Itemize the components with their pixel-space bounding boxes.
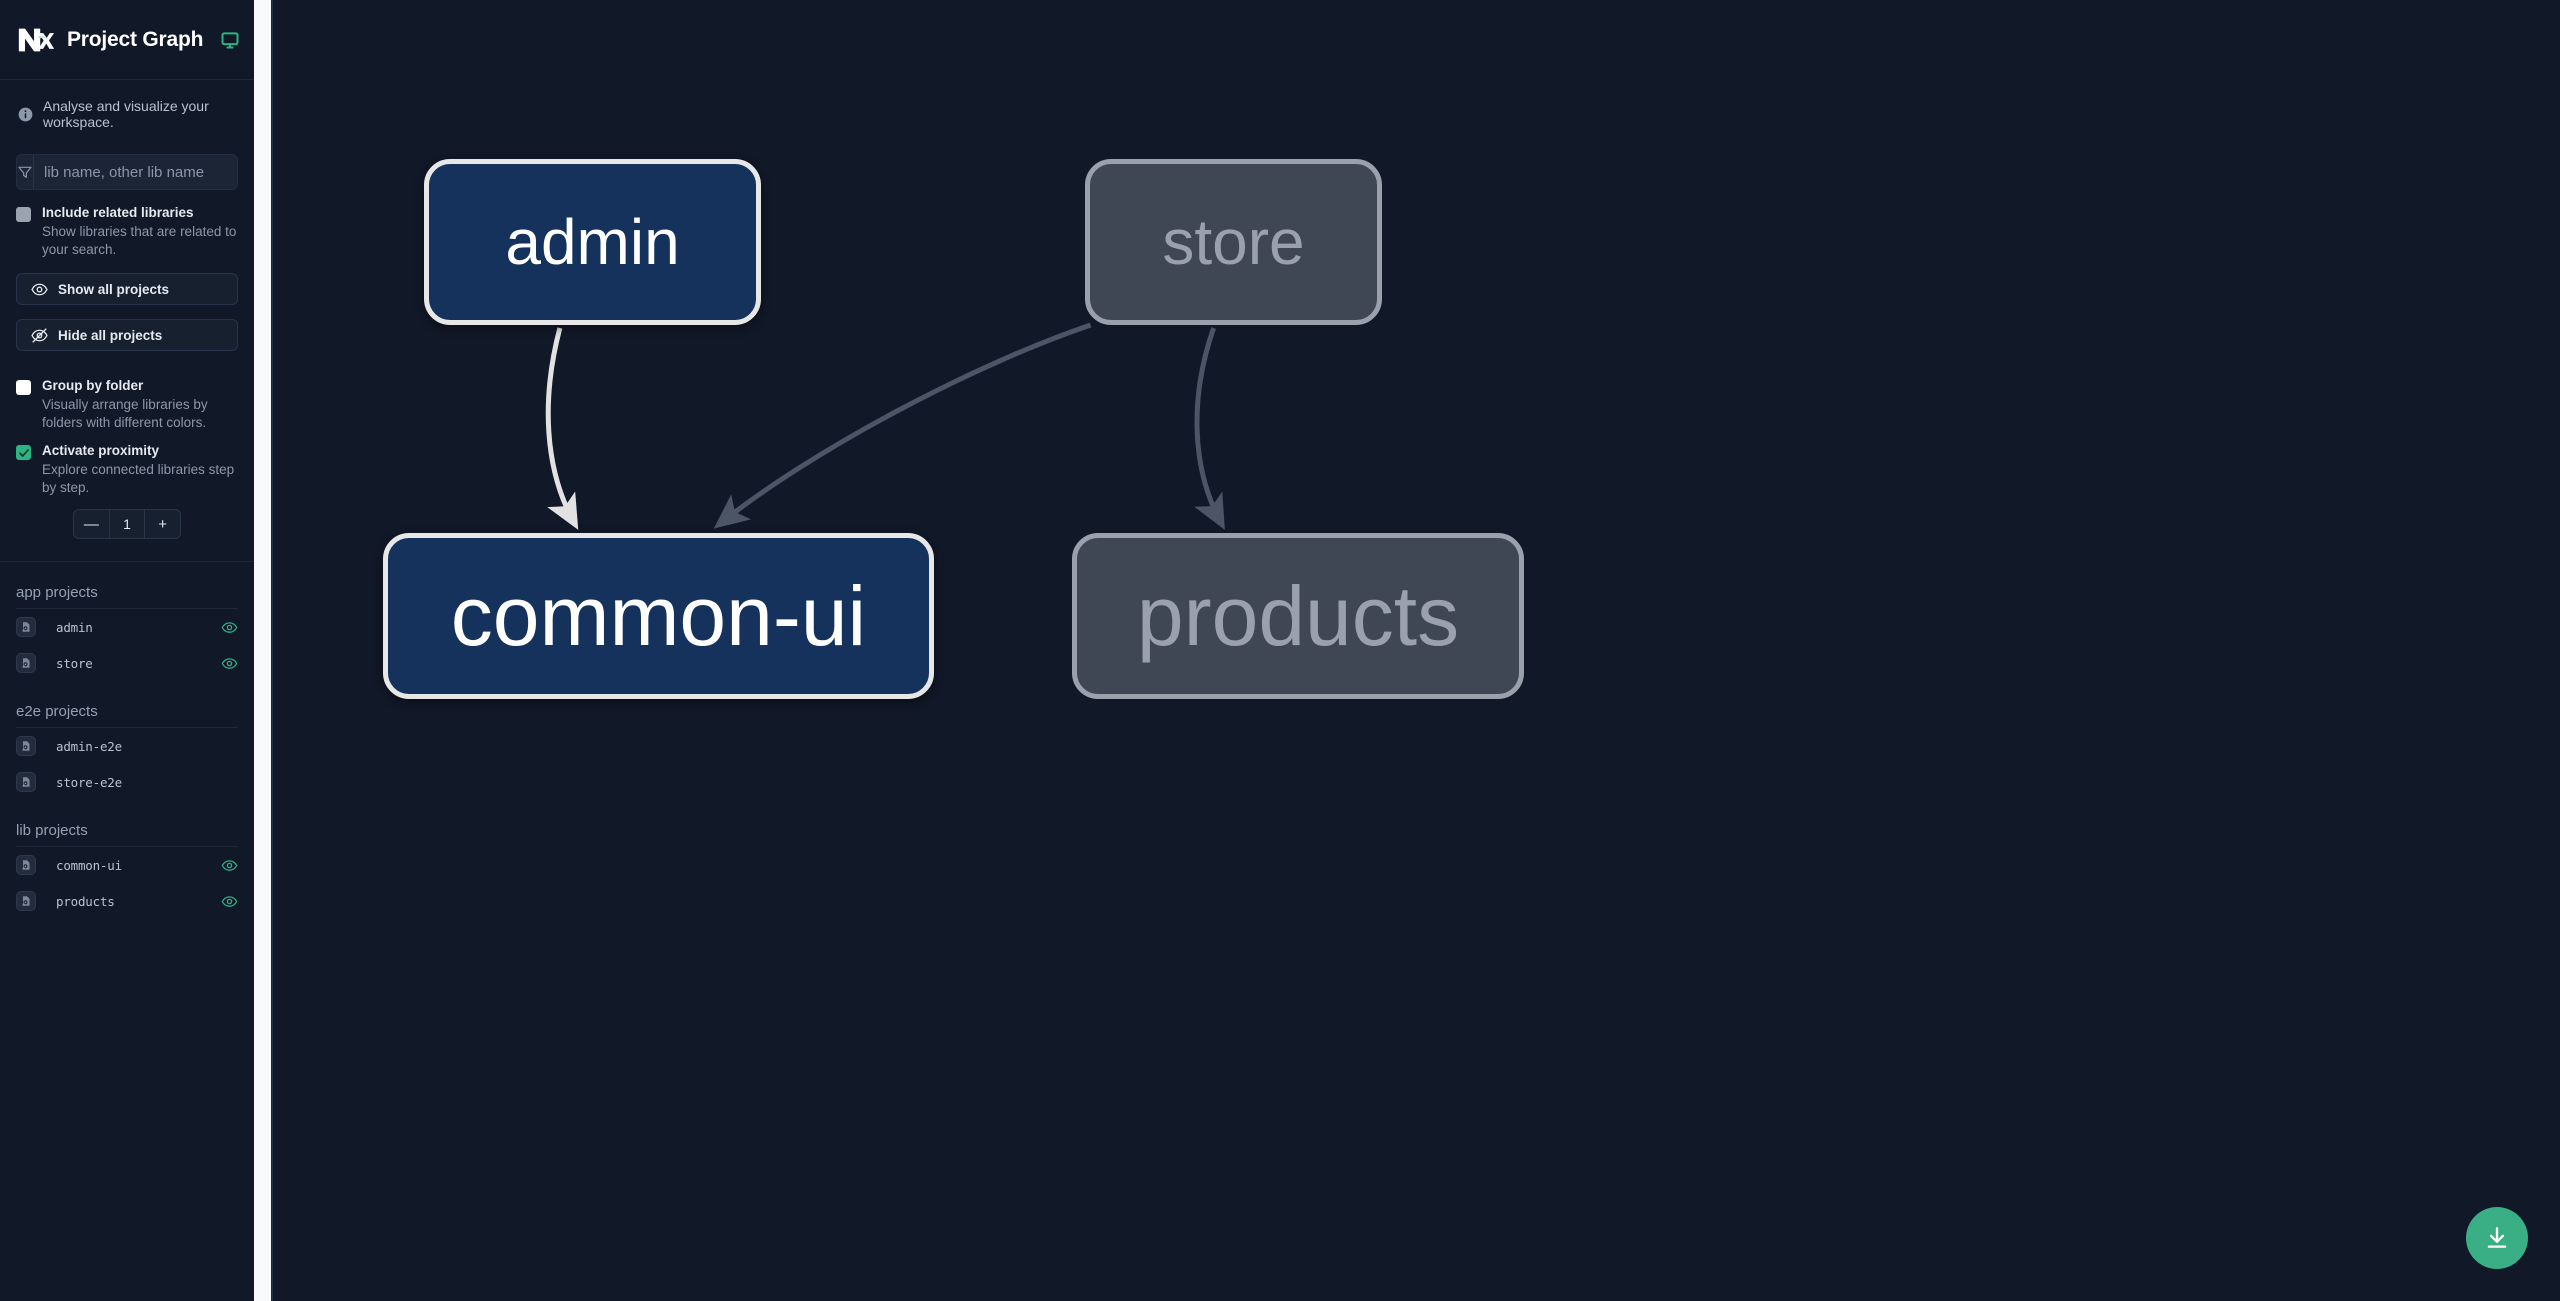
search-bar[interactable] (16, 154, 238, 190)
include-related-description: Show libraries that are related to your … (42, 224, 237, 257)
edge-admin-to-common-ui (545, 327, 579, 530)
funnel-icon (17, 155, 34, 189)
graph-node-label: common-ui (450, 568, 867, 663)
group-by-folder-description: Visually arrange libraries by folders wi… (42, 397, 208, 430)
page-title: Project Graph (67, 27, 204, 51)
project-name: admin-e2e (56, 738, 122, 754)
include-related-label: Include related libraries (42, 205, 194, 220)
proximity-decrement-button[interactable]: — (83, 515, 99, 533)
project-row-admin[interactable]: admin (16, 609, 238, 645)
graph-node-admin[interactable]: admin (424, 159, 761, 325)
project-row-common-ui[interactable]: common-ui (16, 847, 238, 883)
proximity-value: 1 (108, 510, 146, 538)
group-by-folder-label: Group by folder (42, 378, 144, 393)
project-group-title: lib projects (16, 800, 238, 847)
graph-edges (545, 322, 1225, 530)
download-button[interactable] (2466, 1207, 2528, 1269)
graph-node-label: products (1136, 568, 1460, 663)
graph-node-products[interactable]: products (1072, 533, 1524, 699)
project-name: common-ui (56, 857, 122, 873)
graph-node-label: store (1162, 206, 1305, 278)
option-activate-proximity[interactable]: Activate proximity Explore connected lib… (0, 432, 254, 497)
include-related-checkbox[interactable] (16, 207, 31, 222)
project-group-e2e-projects: e2e projects admin-e2e store-e2e (0, 681, 254, 800)
activate-proximity-description: Explore connected libraries step by step… (42, 462, 235, 495)
activate-proximity-checkbox[interactable] (16, 445, 31, 460)
project-file-icon (16, 653, 36, 673)
sidebar-divider (0, 561, 254, 562)
sidebar: Project Graph Analy (0, 0, 272, 1301)
project-group-app-projects: app projects admin store (0, 562, 254, 681)
project-row-products[interactable]: products (16, 883, 238, 919)
sidebar-scrollbar[interactable] (254, 0, 271, 1301)
sidebar-content: Project Graph Analy (0, 0, 254, 1301)
project-group-lib-projects: lib projects common-ui products (0, 800, 254, 919)
project-group-title: app projects (16, 562, 238, 609)
option-include-related-libraries[interactable]: Include related libraries Show libraries… (0, 190, 254, 259)
edge-store-to-common-ui (713, 322, 1092, 529)
project-name: products (56, 893, 115, 909)
proximity-increment-button[interactable]: + (158, 515, 168, 533)
project-visibility-eye-icon[interactable] (221, 857, 238, 874)
project-name: store (56, 655, 93, 671)
graph-node-store[interactable]: store (1085, 159, 1382, 325)
show-all-projects-label: Show all projects (58, 281, 170, 297)
project-name: admin (56, 619, 93, 635)
hide-all-projects-button[interactable]: Hide all projects (16, 319, 238, 351)
nx-logo-icon (16, 21, 54, 59)
hide-all-projects-label: Hide all projects (58, 327, 163, 343)
project-visibility-eye-icon[interactable] (221, 619, 238, 636)
eye-icon (31, 281, 48, 298)
project-groups: app projects admin store e2e projects admin-… (0, 562, 254, 919)
project-visibility-eye-icon[interactable] (221, 893, 238, 910)
project-row-store-e2e[interactable]: store-e2e (16, 764, 238, 800)
project-file-icon (16, 617, 36, 637)
monitor-icon[interactable] (216, 30, 240, 50)
graph-canvas[interactable]: admin store common-ui products (272, 0, 2560, 1301)
tagline: Analyse and visualize your workspace. (0, 80, 254, 130)
graph-node-common-ui[interactable]: common-ui (383, 533, 934, 699)
project-file-icon (16, 855, 36, 875)
project-name: store-e2e (56, 774, 122, 790)
proximity-stepper[interactable]: — 1 + (73, 509, 181, 539)
project-row-admin-e2e[interactable]: admin-e2e (16, 728, 238, 764)
download-icon (2484, 1225, 2510, 1251)
tagline-text: Analyse and visualize your workspace. (43, 98, 209, 130)
group-by-folder-checkbox[interactable] (16, 380, 31, 395)
activate-proximity-label: Activate proximity (42, 443, 160, 458)
search-input[interactable] (34, 155, 237, 189)
project-file-icon (16, 891, 36, 911)
project-group-title: e2e projects (16, 681, 238, 728)
show-all-projects-button[interactable]: Show all projects (16, 273, 238, 305)
project-row-store[interactable]: store (16, 645, 238, 681)
project-file-icon (16, 736, 36, 756)
edge-store-to-products (1194, 327, 1225, 530)
info-icon (18, 107, 33, 122)
eye-off-icon (31, 327, 48, 344)
option-group-by-folder[interactable]: Group by folder Visually arrange librari… (0, 351, 254, 432)
sidebar-header: Project Graph (0, 0, 254, 80)
project-file-icon (16, 772, 36, 792)
project-visibility-eye-icon[interactable] (221, 655, 238, 672)
graph-node-label: admin (505, 206, 680, 278)
